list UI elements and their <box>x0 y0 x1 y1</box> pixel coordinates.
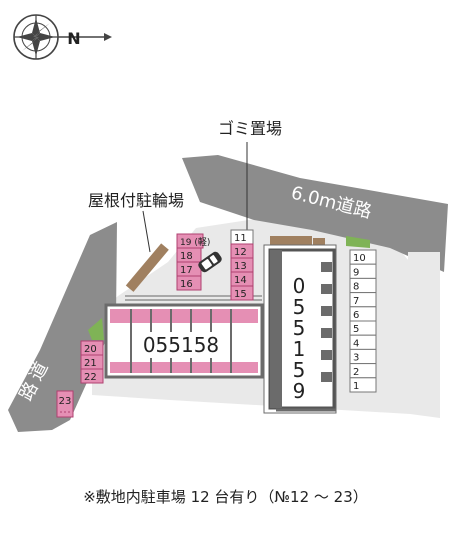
compass-rose-icon <box>13 14 112 60</box>
parking-space-label: 19 (軽) <box>180 237 210 248</box>
parking-space-label: 17 <box>180 265 193 276</box>
parking-space-label: 3 <box>353 353 359 364</box>
parking-space-label: 12 <box>234 247 247 258</box>
garbage-label: ゴミ置場 <box>218 119 282 138</box>
right-lane <box>408 252 440 412</box>
parking-space-20: 20 <box>80 340 104 356</box>
parking-space-label: 13 <box>234 261 247 272</box>
parking-space-22: 22 <box>80 368 104 384</box>
parking-space-14: 14 <box>230 271 254 287</box>
building-id-label: 055158 <box>143 333 219 357</box>
parking-space-label: 18 <box>180 251 193 262</box>
parking-space-23: 23 <box>56 390 74 418</box>
parking-space-label: 8 <box>353 282 359 293</box>
parking-space-5: 5 <box>349 320 377 336</box>
parking-space-label: 14 <box>234 275 247 286</box>
parking-space-18: 18 <box>176 247 202 263</box>
parking-space-1: 1 <box>349 377 377 393</box>
parking-space-9: 9 <box>349 263 377 279</box>
parking-space-8: 8 <box>349 277 377 294</box>
parking-space-label: 4 <box>353 338 359 349</box>
parking-space-12: 12 <box>230 243 254 259</box>
north-label: N <box>67 29 80 48</box>
parking-space-label: 9 <box>353 267 359 278</box>
svg-text:23: 23 <box>59 396 72 407</box>
parking-space-15: 15 <box>230 285 254 301</box>
svg-text:0: 0 <box>293 274 306 298</box>
svg-text:5: 5 <box>293 358 306 382</box>
parking-space-label: 6 <box>353 310 359 321</box>
main-road <box>182 155 448 272</box>
left-road <box>8 222 117 432</box>
right-building <box>263 244 337 414</box>
garbage-bin <box>313 238 325 246</box>
svg-text:9: 9 <box>293 379 306 403</box>
parking-space-21: 21 <box>80 354 104 370</box>
parking-space-label: 20 <box>84 344 97 355</box>
bike-parking <box>125 243 169 292</box>
parking-space-17: 17 <box>176 261 202 277</box>
parking-space-label: 11 <box>234 233 247 244</box>
parking-space-label: 21 <box>84 358 97 369</box>
parking-column-middle: 19 (軽) 18 17 16 <box>176 233 210 291</box>
green-patch-top <box>346 236 370 248</box>
svg-text:5: 5 <box>293 295 306 319</box>
green-patch-left <box>88 318 104 340</box>
parking-space-16: 16 <box>176 275 202 291</box>
parking-space-label: 15 <box>234 289 247 300</box>
parking-note: ※敷地内駐車場 12 台有り（№12 ～ 23） <box>83 488 368 506</box>
parking-column-left: 20 21 22 <box>80 340 104 384</box>
parking-space-4: 4 <box>349 334 377 350</box>
left-building <box>104 303 264 379</box>
parking-space-label: 2 <box>353 367 359 378</box>
parking-space-label: 10 <box>353 253 366 264</box>
parking-column-top: 11 12 13 14 15 <box>230 229 254 301</box>
parking-space-3: 3 <box>349 348 377 365</box>
car-icon <box>198 251 222 273</box>
parking-space-label: 16 <box>180 279 193 290</box>
parking-space-11: 11 <box>230 229 254 245</box>
parking-column-right: 10 9 8 7 6 5 4 3 2 1 <box>349 249 377 393</box>
parking-space-13: 13 <box>230 257 254 273</box>
svg-text:1: 1 <box>293 337 306 361</box>
parking-space-6: 6 <box>349 306 377 322</box>
parking-space-label: 22 <box>84 372 97 383</box>
parking-space-7: 7 <box>349 292 377 308</box>
parking-space-label: 5 <box>353 324 359 335</box>
right-building-digits: 0 5 5 1 5 9 <box>293 274 306 403</box>
parking-space-label: 7 <box>353 296 359 307</box>
parking-space-2: 2 <box>349 363 377 379</box>
parking-space-10: 10 <box>349 249 377 265</box>
svg-text:5: 5 <box>293 316 306 340</box>
parking-space-label: 1 <box>353 381 359 392</box>
bike-label: 屋根付駐輪場 <box>88 191 184 210</box>
